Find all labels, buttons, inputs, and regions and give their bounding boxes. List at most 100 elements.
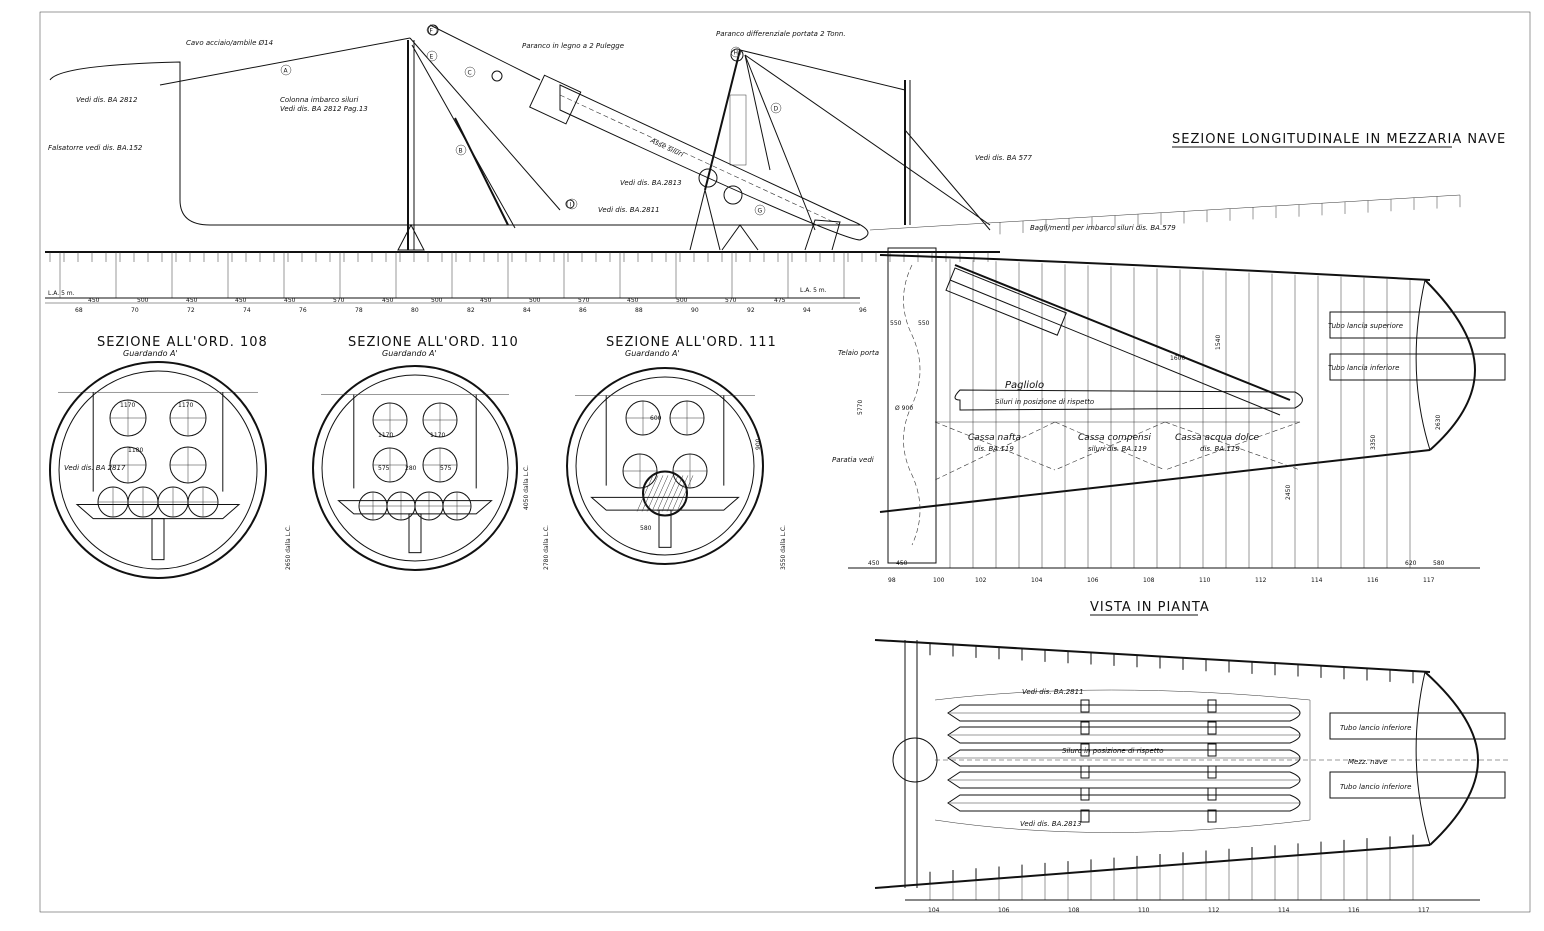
label-cassa-compensi: Cassa compensi (1078, 433, 1151, 443)
frame-number: 72 (187, 307, 195, 314)
frame-number: 92 (747, 307, 755, 314)
frame-number: 108 (1068, 907, 1080, 914)
dim-900-sec: 900 (755, 438, 762, 450)
circle-ref-G (754, 204, 766, 216)
dim-550b: 550 (918, 320, 930, 327)
dimension-value: 500 (431, 297, 443, 304)
label-paranco-legno: Paranco in legno a 2 Pulegge (522, 42, 624, 50)
plan-clamp (1080, 765, 1090, 779)
plan-clamp (1207, 743, 1217, 757)
circle-ref-letter: D (774, 106, 779, 113)
dimension-value: 500 (529, 297, 541, 304)
cross-section (49, 361, 267, 579)
dim-3350: 3350 (1370, 435, 1377, 450)
label-plan-vedi-2811: Vedi dis. BA.2811 (1022, 688, 1084, 696)
frame-number: 88 (635, 307, 643, 314)
subtitle-section-110: Guardando A' (382, 349, 437, 358)
hatch-line (671, 475, 689, 512)
circle-ref-letter: G (758, 208, 763, 215)
plan-edge-bottom (874, 844, 1431, 889)
label-falsatorre: Falsatorre vedi dis. BA.152 (48, 144, 143, 152)
frame-number: 114 (1278, 907, 1290, 914)
plan-clamp (1080, 787, 1090, 801)
circle-ref-letter: C (468, 70, 472, 77)
dim-1170-a: 1170 (120, 402, 135, 409)
label-plan-vedi-2813: Vedi dis. BA.2813 (1020, 820, 1082, 828)
keel (658, 509, 672, 548)
plan-clamp (1207, 721, 1217, 735)
chain (739, 49, 906, 91)
hatch-line (666, 475, 684, 512)
torpedo-cradle (529, 74, 582, 125)
hull-outer-ring (49, 361, 267, 579)
frame-number: 116 (1348, 907, 1360, 914)
frame-number: 110 (1199, 577, 1211, 584)
circle-ref-letter: H (734, 50, 739, 57)
title-section-111: SEZIONE ALL'ORD. 111 (606, 335, 777, 350)
hatch-line (636, 475, 654, 512)
frame-number: 102 (975, 577, 987, 584)
subtitle-section-111: Guardando A' (625, 349, 680, 358)
steel-cable (159, 37, 411, 86)
pulley (491, 70, 503, 82)
dim-2450: 2450 (1285, 485, 1292, 500)
stay-cable (409, 37, 561, 211)
subtitle-section-108: Guardando A' (123, 349, 178, 358)
frame-number: 106 (998, 907, 1010, 914)
label-cassa-compensi-sub: siluri dis. BA.119 (1088, 445, 1147, 453)
frame-number: 96 (859, 307, 867, 314)
frame-number: 104 (928, 907, 940, 914)
label-siluro-plan: Siluro in posizione di rispetto (1062, 747, 1164, 755)
frame-number: 70 (131, 307, 139, 314)
center-hatched-torpedo (642, 470, 688, 517)
la-label-right: L.A. 5 m. (800, 287, 827, 294)
plan-clamp (1207, 765, 1217, 779)
frame-number: 82 (467, 307, 475, 314)
plan-bow-cap (1424, 671, 1480, 846)
dim-1170-b: 1170 (178, 402, 193, 409)
label-tube-inf-plan-b: Tubo lancio inferiore (1340, 783, 1411, 791)
hull-inner-ring (321, 374, 509, 562)
upper-deck-line (879, 254, 1431, 281)
dim-2630: 2630 (1435, 415, 1442, 430)
hatch-line (656, 475, 674, 512)
frame-number: 112 (1255, 577, 1267, 584)
hatch-line (661, 475, 679, 512)
circle-ref-letter: B (459, 148, 463, 155)
hull-inner-ring (58, 370, 258, 570)
plan-clamp (1207, 809, 1217, 823)
dimension-value: 475 (774, 297, 786, 304)
circle-ref-I (566, 198, 578, 210)
plan-clamp (1080, 743, 1090, 757)
dimension-value: 570 (725, 297, 737, 304)
frame-number: 106 (1087, 577, 1099, 584)
label-vedi-577: Vedi dis. BA 577 (975, 154, 1033, 162)
keel-floor (75, 504, 241, 520)
frame-number: 76 (299, 307, 307, 314)
keel-floor (590, 496, 740, 511)
circle-ref-letter: A (284, 68, 289, 75)
plan-frame-ticks (929, 643, 1414, 900)
plan-column-circle (892, 737, 938, 783)
frame-number: 112 (1208, 907, 1220, 914)
frame-number: 84 (523, 307, 531, 314)
davit-arm (704, 49, 741, 191)
dim-575: 575 (378, 465, 390, 472)
label-cassa-acqua-sub: dis. BA.119 (1200, 445, 1240, 453)
dimension-value: 450 (284, 297, 296, 304)
label-pagliolo: Pagliolo (1005, 380, 1044, 391)
plan-clamp (1080, 809, 1090, 823)
frame-number: 104 (1031, 577, 1043, 584)
dim-1170-d: 1170 (430, 432, 445, 439)
dimension-value: 500 (137, 297, 149, 304)
dim-2650: 2650 dalla L.C. (285, 525, 292, 570)
plan-clamp (1080, 699, 1090, 713)
cross-section (312, 365, 518, 571)
tube-upper (1329, 311, 1506, 339)
